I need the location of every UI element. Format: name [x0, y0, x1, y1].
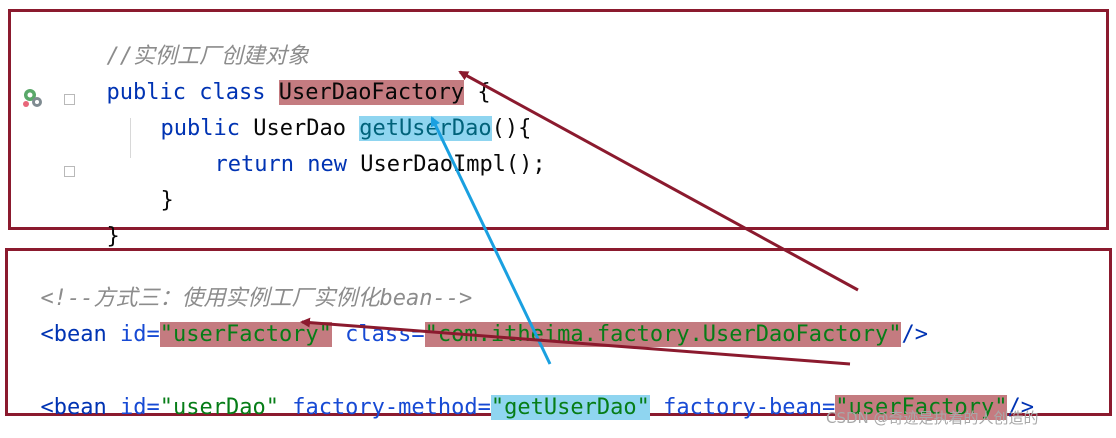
xml-attr-factory-method: factory-method= — [292, 395, 491, 420]
java-return-statement: return new UserDaoImpl(); — [188, 120, 546, 180]
java-comment-text: //实例工厂创建对象 — [106, 44, 310, 69]
xml-comment-text: <!--方式三：使用实例工厂实例化bean--> — [40, 286, 473, 311]
xml-attr-class: class= — [345, 322, 425, 347]
keyword-return: return — [214, 152, 294, 177]
xml-bean-user-factory: <bean id="userFactory" class="com.itheim… — [14, 290, 928, 350]
close-brace: } — [106, 224, 120, 249]
xml-value-id: "userDao" — [159, 395, 279, 420]
xml-attr-factory-bean: factory-bean= — [663, 395, 836, 420]
java-class-declaration: public class UserDaoFactory { — [80, 48, 491, 108]
constructor-call: UserDaoImpl(); — [360, 152, 546, 177]
xml-value-id-highlight: "userFactory" — [159, 322, 332, 347]
keyword-class: class — [199, 80, 266, 105]
xml-value-factory-method-highlight: "getUserDao" — [490, 395, 650, 420]
java-class-close: } — [80, 192, 120, 252]
xml-attr-id: id= — [119, 322, 160, 347]
bean-gutter-icon[interactable] — [20, 86, 46, 112]
xml-tag-open: <bean — [40, 395, 107, 420]
class-name-highlight: UserDaoFactory — [278, 80, 465, 105]
java-comment: //实例工厂创建对象 — [80, 12, 310, 72]
keyword-new: new — [307, 152, 347, 177]
keyword-public: public — [160, 116, 240, 141]
keyword-public: public — [106, 80, 186, 105]
xml-attr-id: id= — [119, 395, 160, 420]
fold-marker-method-end[interactable] — [64, 166, 75, 177]
java-method-close: } — [134, 156, 174, 216]
fold-marker-method[interactable] — [64, 94, 75, 105]
close-brace: } — [160, 188, 174, 213]
xml-tag-close: /> — [1007, 395, 1034, 420]
xml-bean-user-dao: <bean id="userDao" factory-method="getUs… — [14, 363, 1034, 423]
xml-tag-close: /> — [901, 322, 928, 347]
xml-comment: <!--方式三：使用实例工厂实例化bean--> — [14, 254, 473, 314]
xml-value-factory-bean-highlight: "userFactory" — [835, 395, 1008, 420]
xml-tag-open: <bean — [40, 322, 107, 347]
xml-value-class-highlight: "com.itheima.factory.UserDaoFactory" — [424, 322, 902, 347]
return-type: UserDao — [253, 116, 346, 141]
indent-guide — [130, 118, 131, 158]
watermark: CSDN @奇迹是执着的人创造的 — [826, 409, 1039, 427]
